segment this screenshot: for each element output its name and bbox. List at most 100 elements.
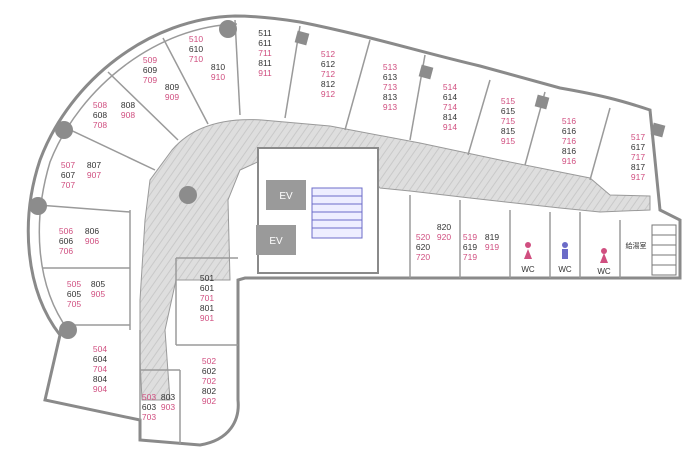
room-number: 807 [87, 160, 101, 170]
room-number: 504 [93, 344, 107, 354]
room-number: 507 [61, 160, 75, 170]
room-number: 612 [321, 59, 335, 69]
room-number: 820 [437, 222, 451, 232]
svg-text:WC: WC [558, 265, 572, 274]
room-number: 613 [383, 72, 397, 82]
room-number: 903 [161, 402, 175, 412]
room-number: 906 [85, 236, 99, 246]
svg-text:WC: WC [521, 265, 535, 274]
room-number: 512 [321, 49, 335, 59]
room-number: 620 [416, 242, 430, 252]
room-number: 514 [443, 82, 457, 92]
room-number: 707 [61, 180, 75, 190]
room-number: 519 [463, 232, 477, 242]
shower-room-label: 給湯室 [626, 241, 647, 250]
room-number: 803 [161, 392, 175, 402]
room-number: 708 [93, 120, 107, 130]
room-number: 608 [93, 110, 107, 120]
room-number: 615 [501, 106, 515, 116]
room-number: 709 [143, 75, 157, 85]
room-number: 517 [631, 132, 645, 142]
room-number: 905 [91, 289, 105, 299]
room-number: 901 [200, 313, 214, 323]
wc-men: WC [558, 242, 572, 274]
left-wing-partitions [37, 19, 241, 445]
ev-label-upper: EV [279, 191, 293, 202]
room-number: 804 [93, 374, 107, 384]
room-number: 713 [383, 82, 397, 92]
room-number: 601 [200, 283, 214, 293]
room-number: 814 [443, 112, 457, 122]
elevator-lower [256, 225, 296, 255]
room-number: 913 [383, 102, 397, 112]
room-number: 704 [93, 364, 107, 374]
room-number: 501 [200, 273, 214, 283]
room-number: 914 [443, 122, 457, 132]
room-number: 917 [631, 172, 645, 182]
room-number: 711 [258, 48, 272, 58]
room-number: 910 [211, 72, 225, 82]
room-number: 802 [202, 386, 216, 396]
room-number: 515 [501, 96, 515, 106]
room-number: 817 [631, 162, 645, 172]
room-number: 503 [142, 392, 156, 402]
wc-women-1: WC [521, 242, 535, 274]
ev-label-lower: EV [269, 236, 283, 247]
room-number: 908 [121, 110, 135, 120]
room-number: 712 [321, 69, 335, 79]
room-number: 614 [443, 92, 457, 102]
room-number: 907 [87, 170, 101, 180]
room-number: 605 [67, 289, 81, 299]
wc-women-2: WC [597, 248, 611, 276]
room-number: 808 [121, 100, 135, 110]
corridor [139, 119, 651, 401]
room-number: 702 [202, 376, 216, 386]
room-number: 816 [562, 146, 576, 156]
room-number: 508 [93, 100, 107, 110]
room-number: 606 [59, 236, 73, 246]
room-number: 715 [501, 116, 515, 126]
room-number: 502 [202, 356, 216, 366]
room-number: 516 [562, 116, 576, 126]
room-number: 801 [200, 303, 214, 313]
room-number: 720 [416, 252, 430, 262]
room-number: 805 [91, 279, 105, 289]
svg-text:WC: WC [597, 267, 611, 276]
room-number: 616 [562, 126, 576, 136]
room-number: 919 [485, 242, 499, 252]
room-number: 912 [321, 89, 335, 99]
room-number: 705 [67, 299, 81, 309]
room-number: 915 [501, 136, 515, 146]
pillars [29, 20, 666, 339]
room-number: 810 [211, 62, 225, 72]
room-number: 706 [59, 246, 73, 256]
room-number: 610 [189, 44, 203, 54]
room-number: 811 [258, 58, 272, 68]
room-number: 509 [143, 55, 157, 65]
room-number: 812 [321, 79, 335, 89]
room-number: 909 [165, 92, 179, 102]
